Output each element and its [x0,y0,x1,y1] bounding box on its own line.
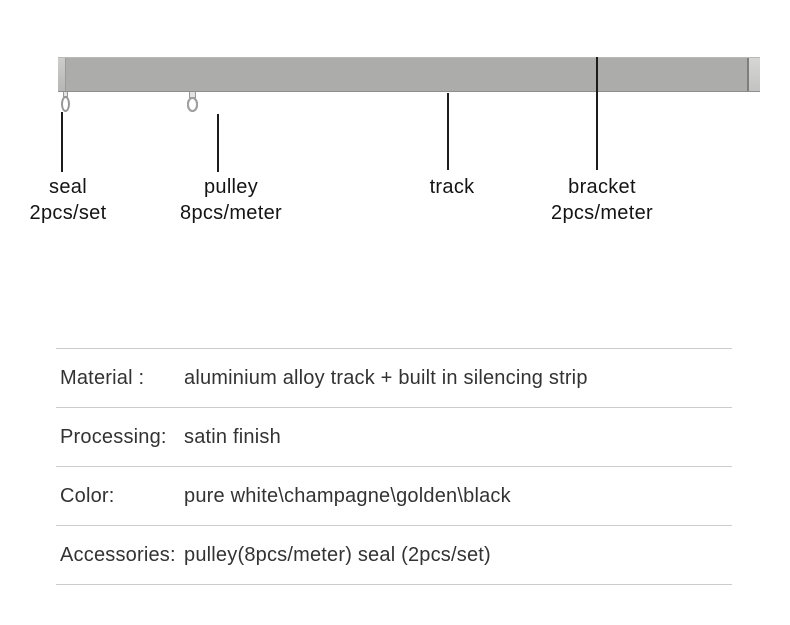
spec-value-color: pure white\champagne\golden\black [184,484,511,507]
track-leader-line [447,93,449,170]
seal-ring [60,96,70,112]
spec-label-color: Color: [60,484,115,507]
bracket-leader-line [596,57,598,170]
bracket-callout-name: bracket [568,176,636,198]
pulley-leader-line [217,114,219,172]
spec-row-material: Material : aluminium alloy track + built… [56,348,732,407]
pulley-callout-name: pulley [203,176,259,198]
seal-part-image [58,92,72,112]
curtain-track-image [58,57,760,92]
pulley-callout-quantity: 8pcs/meter [180,202,282,224]
seal-callout: seal 2pcs/set [8,174,128,226]
spec-row-accessories: Accessories: pulley(8pcs/meter) seal (2p… [56,525,732,584]
spec-label-material: Material : [60,366,145,389]
spec-table: Material : aluminium alloy track + built… [56,348,732,585]
spec-label-processing: Processing: [60,425,167,448]
spec-value-material: aluminium alloy track + built in silenci… [184,366,588,389]
pulley-callout: pulley 8pcs/meter [156,174,306,226]
track-right-end-cap [747,58,760,91]
spec-label-accessories: Accessories: [60,543,176,566]
seal-callout-quantity: 2pcs/set [29,202,107,224]
track-callout: track [402,174,502,200]
spec-row-processing: Processing: satin finish [56,407,732,466]
track-callout-name: track [429,176,475,198]
pulley-image [183,92,201,112]
spec-row-color: Color: pure white\champagne\golden\black [56,466,732,525]
seal-leader-line [61,112,63,172]
pulley-ring [186,97,198,112]
seal-callout-name: seal [49,176,87,198]
bracket-callout: bracket 2pcs/meter [527,174,677,226]
bracket-callout-quantity: 2pcs/meter [551,202,653,224]
spec-value-accessories: pulley(8pcs/meter) seal (2pcs/set) [184,543,491,566]
track-left-end-cap [58,58,66,91]
spec-value-processing: satin finish [184,425,281,448]
